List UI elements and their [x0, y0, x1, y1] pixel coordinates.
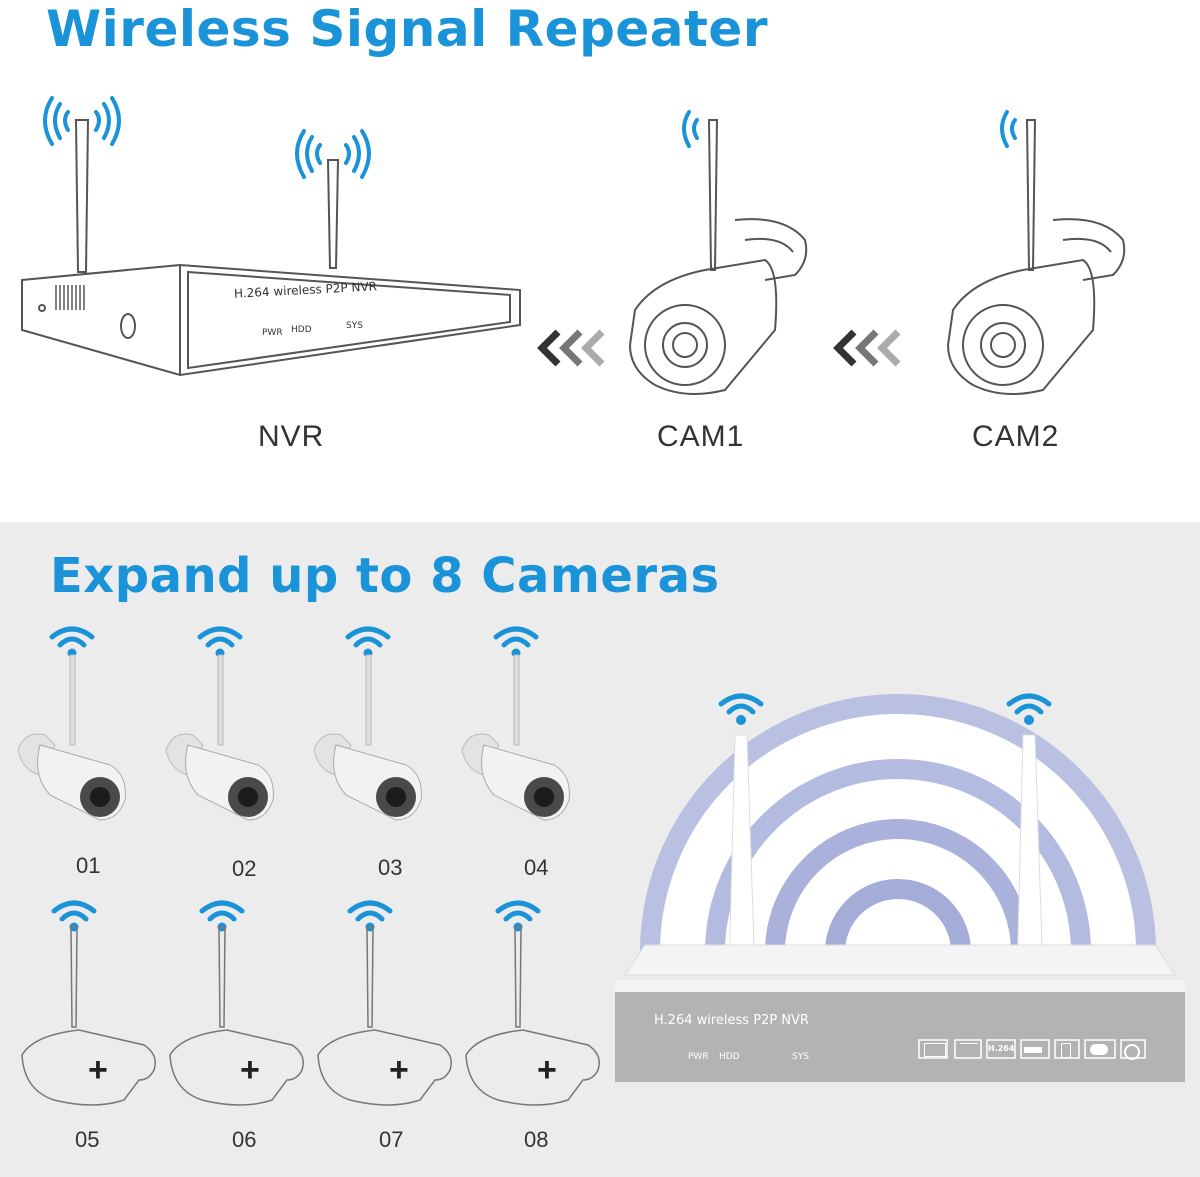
cam1-line-drawing: [628, 110, 808, 395]
camera-02-icon: [165, 626, 274, 821]
slot-number-05: 05: [75, 1127, 100, 1152]
camera-01-icon: [17, 626, 126, 821]
nvr-bottom-led-sys: SYS: [792, 1052, 809, 1062]
nvr-bottom-led-hdd: HDD: [719, 1052, 740, 1062]
signal-arrow-2-icon: [833, 329, 901, 367]
camera-number-01: 01: [76, 853, 101, 878]
slot-plus-05: +: [88, 1051, 108, 1089]
slot-number-08: 08: [524, 1127, 549, 1152]
cam2-label: CAM2: [972, 420, 1060, 453]
nvr-line-drawing: [21, 96, 521, 377]
nvr-led-pwr: PWR: [262, 328, 283, 338]
slot-number-06: 06: [232, 1127, 257, 1152]
nvr-led-sys: SYS: [346, 321, 363, 331]
h264-icon: H.264: [988, 1044, 1015, 1053]
expand-title: Expand up to 8 Cameras: [50, 548, 720, 604]
camera-slot-07-icon: [317, 900, 452, 1106]
nvr-led-hdd: HDD: [291, 325, 312, 335]
camera-slot-06-icon: [169, 900, 304, 1106]
slot-plus-07: +: [389, 1051, 409, 1089]
cloud-icon: [1090, 1044, 1108, 1055]
camera-03-icon: [313, 626, 422, 821]
slot-plus-08: +: [537, 1051, 557, 1089]
usb-icon: [1024, 1047, 1042, 1053]
monitor-icon: [924, 1043, 946, 1057]
network-icon: [960, 1043, 978, 1056]
camera-number-03: 03: [378, 855, 403, 880]
camera-slot-08-icon: [465, 900, 600, 1106]
camera-number-04: 04: [524, 855, 549, 880]
signal-arrow-1-icon: [537, 329, 605, 367]
cam1-label: CAM1: [657, 420, 745, 453]
phone-icon: [1061, 1043, 1071, 1058]
camera-slot-05-icon: [21, 900, 156, 1106]
slot-number-07: 07: [379, 1127, 404, 1152]
cam2-line-drawing: [946, 110, 1126, 395]
nvr-wireless-drawing: [615, 693, 1185, 1082]
camera-number-02: 02: [232, 856, 257, 881]
nvr-bottom-led-pwr: PWR: [688, 1052, 709, 1062]
browser-icon: [1124, 1044, 1140, 1060]
nvr-bottom-model-text: H.264 wireless P2P NVR: [654, 1013, 809, 1028]
slot-plus-06: +: [240, 1051, 260, 1089]
nvr-label: NVR: [258, 420, 325, 453]
camera-04-icon: [461, 626, 570, 821]
repeater-title: Wireless Signal Repeater: [46, 0, 768, 58]
repeater-section: [0, 0, 1200, 522]
